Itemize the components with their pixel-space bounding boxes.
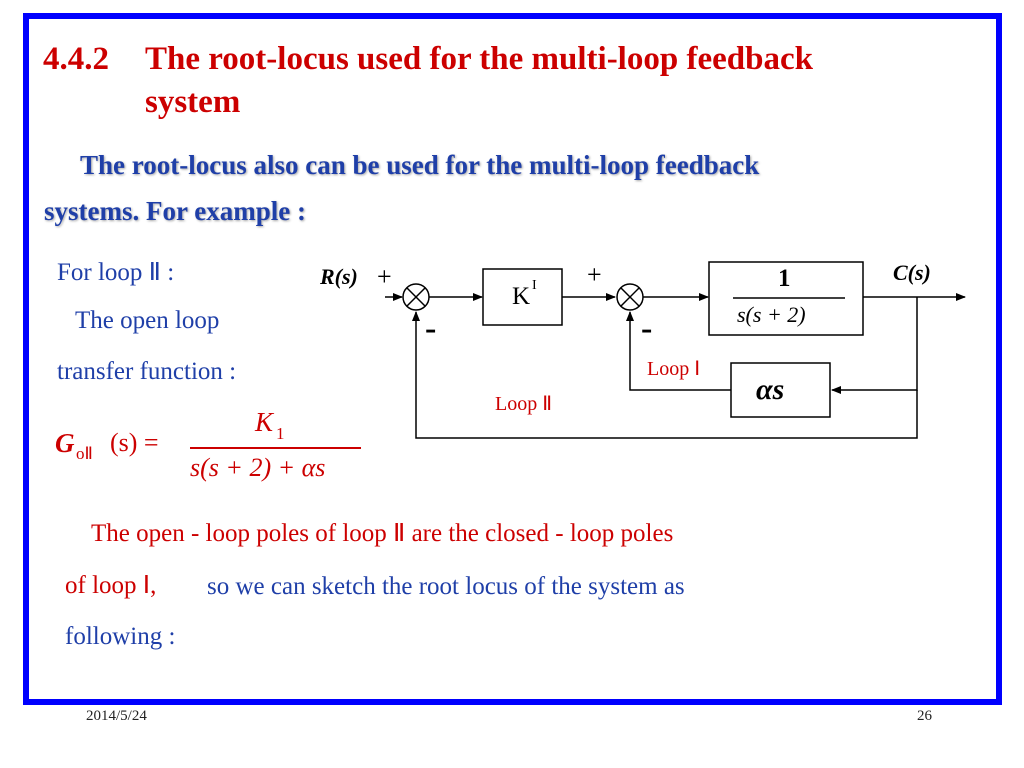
conclusion-line-2-blue: so we can sketch the root locus of the s… — [207, 573, 685, 600]
plus-sign-1: + — [377, 262, 392, 291]
output-label: C(s) — [893, 260, 931, 285]
minus-sign-1: - — [425, 310, 437, 347]
formula-denominator: s(s + 2) + αs — [190, 453, 326, 482]
plus-sign-2: + — [587, 260, 602, 289]
footer-page-number: 26 — [917, 708, 932, 724]
loop-1-label: Loop Ⅰ — [647, 358, 701, 380]
plant-denominator: s(s + 2) — [737, 302, 806, 327]
conclusion-line-1: The open - loop poles of loop Ⅱ are the … — [91, 520, 674, 547]
conclusion-line-2-red: of loop Ⅰ, — [65, 572, 157, 599]
input-label: R(s) — [320, 264, 358, 289]
formula-lhs-arg: (s) = — [110, 428, 159, 457]
intro-line-2: systems. For example : — [44, 196, 306, 226]
formula-numerator: K — [255, 407, 274, 437]
transfer-function-label: transfer function : — [57, 358, 237, 385]
section-number: 4.4.2 — [43, 41, 109, 77]
title-line-1: The root-locus used for the multi-loop f… — [145, 41, 813, 77]
feedback-block-label: αs — [756, 373, 785, 406]
loop-2-label: Loop Ⅱ — [495, 393, 553, 415]
formula-fraction-bar — [190, 447, 361, 449]
gain-block-superscript: I — [532, 278, 537, 293]
for-loop-label: For loop Ⅱ : — [57, 259, 175, 286]
intro-line-1: The root-locus also can be used for the … — [80, 150, 760, 180]
formula-numerator-subscript: 1 — [276, 424, 285, 443]
gain-block-label: K — [512, 283, 531, 310]
title-line-2: system — [145, 84, 241, 120]
minus-sign-2: - — [641, 310, 653, 347]
footer-date: 2014/5/24 — [86, 708, 147, 724]
conclusion-line-3: following : — [65, 623, 176, 650]
formula-g-subscript: oⅡ — [76, 444, 93, 463]
open-loop-label: The open loop — [75, 307, 220, 334]
formula-g: G — [55, 428, 75, 458]
plant-numerator: 1 — [778, 265, 791, 292]
